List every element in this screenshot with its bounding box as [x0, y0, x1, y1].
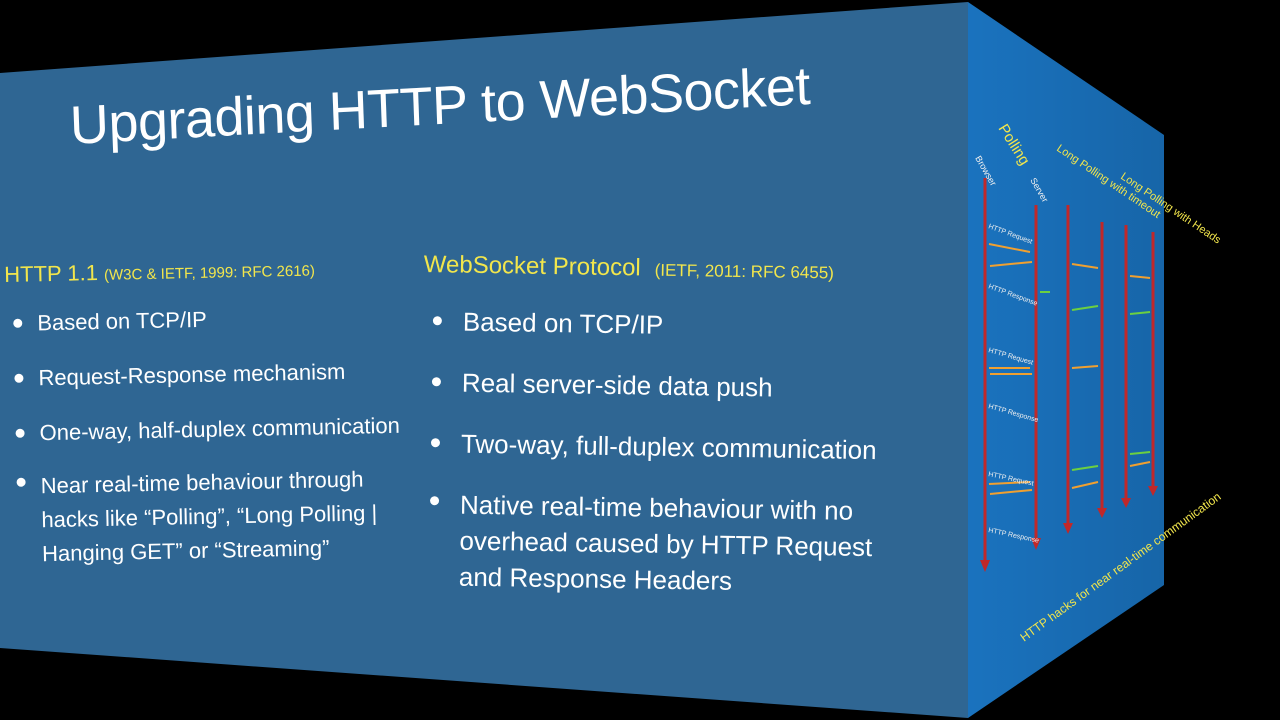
http-response-label: HTTP Response	[988, 527, 1040, 545]
event-arrow	[1129, 311, 1151, 315]
server-label: Server	[1028, 176, 1050, 204]
response-arrow	[989, 261, 1033, 267]
request-arrow	[988, 243, 1031, 253]
request-arrow	[1129, 275, 1151, 279]
http-response-label: HTTP Response	[987, 283, 1038, 307]
lifeline-arrowhead	[980, 560, 990, 572]
side-footer-note: HTTP hacks for near real-time communicat…	[1018, 489, 1224, 644]
long-polling-label-2: Long Polling with Heads	[1118, 171, 1223, 247]
request-arrow	[1129, 461, 1151, 467]
event-arrow	[1129, 451, 1151, 455]
request-arrow	[1071, 481, 1099, 489]
lifeline-arrowhead	[1097, 508, 1107, 518]
polling-label: Polling	[995, 121, 1033, 168]
lifeline-arrowhead	[1031, 538, 1041, 550]
lifeline-arrowhead	[1121, 498, 1131, 508]
request-arrow	[1071, 263, 1099, 269]
response-arrow	[989, 489, 1033, 495]
http-request-label: HTTP Request	[987, 223, 1033, 245]
http-request-label: HTTP Request	[987, 347, 1033, 366]
message-arrows	[988, 243, 1151, 495]
lifeline-arrowhead	[1063, 523, 1073, 534]
request-arrow	[1071, 365, 1099, 369]
long-polling-label: Long Polling with timeout	[1054, 143, 1162, 221]
http-request-label: HTTP Request	[988, 471, 1035, 487]
request-arrow	[988, 481, 1031, 485]
lifeline-arrowhead	[1148, 486, 1158, 496]
lifelines	[980, 178, 1158, 572]
event-arrow	[1071, 465, 1099, 471]
http-response-label: HTTP Response	[987, 403, 1039, 424]
event-arrow	[1071, 305, 1099, 311]
